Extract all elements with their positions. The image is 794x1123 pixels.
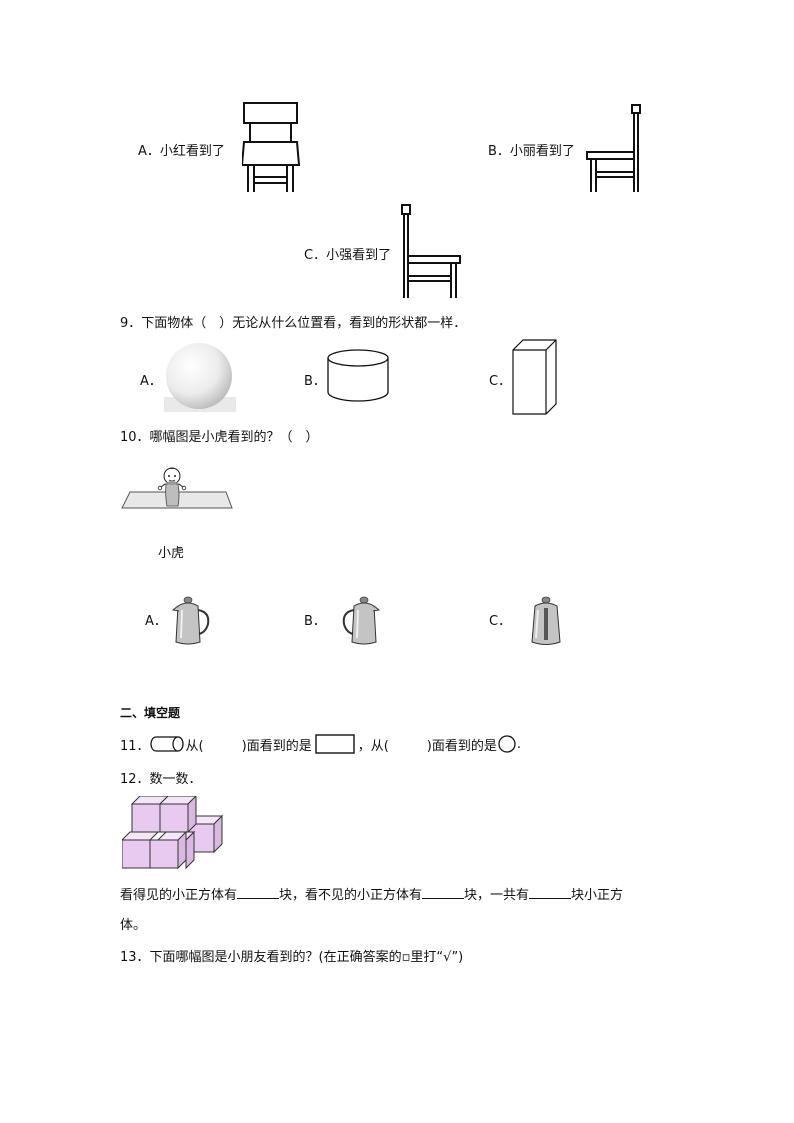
q8-option-b-label: B．小丽看到了 bbox=[488, 144, 575, 159]
rectangle-icon bbox=[315, 734, 355, 754]
q11-text-3: ，从( bbox=[357, 738, 389, 754]
q12-line-2: 体。 bbox=[120, 918, 147, 933]
q10-option-b-label: B． bbox=[304, 614, 326, 629]
q12-blank-visible[interactable] bbox=[237, 886, 280, 899]
q12-text-end: 块小正方 bbox=[571, 888, 624, 903]
circle-icon bbox=[498, 735, 516, 753]
kettle-handle-right-image bbox=[170, 594, 214, 646]
q12-line-1: 看得见的小正方体有 块，看不见的小正方体有 块，一共有 块小正方 bbox=[120, 884, 623, 903]
q10-stem: 10．哪幅图是小虎看到的？（ ） bbox=[120, 430, 319, 445]
q12-text-visible: 看得见的小正方体有 bbox=[120, 888, 238, 903]
q11-text-1: 从( bbox=[185, 738, 204, 754]
q11-text-4: )面看到的是 bbox=[426, 738, 497, 754]
q10-option-a-label: A． bbox=[145, 614, 167, 629]
q8-option-a-label: A．小红看到了 bbox=[138, 144, 225, 159]
cylinder-image bbox=[326, 348, 390, 404]
q11-text-5: . bbox=[516, 736, 521, 752]
kettle-front-image bbox=[526, 594, 566, 648]
section-title-fill-in: 二、填空题 bbox=[120, 706, 181, 720]
chair-front-view-image bbox=[242, 102, 300, 194]
boy-at-table-image bbox=[120, 462, 234, 524]
horizontal-cylinder-icon bbox=[149, 736, 184, 752]
cuboid-image bbox=[512, 338, 558, 416]
q11-line: 11． 从( )面看到的是 ，从( )面看到的是 . bbox=[120, 734, 521, 754]
sphere-image bbox=[164, 342, 236, 412]
q12-stem: 12．数一数． bbox=[120, 772, 202, 787]
q12-text-total: 块，一共有 bbox=[464, 888, 530, 903]
q9-option-c-label: C． bbox=[489, 374, 512, 389]
stacked-cubes-image bbox=[122, 796, 224, 872]
q12-blank-hidden[interactable] bbox=[422, 886, 465, 899]
kettle-handle-left-image bbox=[338, 594, 382, 646]
q12-blank-total[interactable] bbox=[529, 886, 572, 899]
q9-option-a-label: A． bbox=[140, 374, 162, 389]
q13-stem: 13．下面哪幅图是小朋友看到的？(在正确答案的▫里打“√”) bbox=[120, 950, 464, 965]
q8-option-c-label: C．小强看到了 bbox=[304, 248, 392, 263]
q9-stem: 9．下面物体（ ）无论从什么位置看，看到的形状都一样． bbox=[120, 316, 467, 331]
q12-text-hidden: 块，看不见的小正方体有 bbox=[279, 888, 423, 903]
chair-side-view-right-image bbox=[585, 104, 643, 194]
q10-option-c-label: C． bbox=[489, 614, 512, 629]
q10-caption: 小虎 bbox=[158, 546, 185, 561]
q11-number: 11． bbox=[120, 738, 150, 754]
chair-side-view-left-image bbox=[400, 204, 464, 300]
q9-option-b-label: B． bbox=[304, 374, 326, 389]
q11-text-2: )面看到的是 bbox=[241, 738, 312, 754]
